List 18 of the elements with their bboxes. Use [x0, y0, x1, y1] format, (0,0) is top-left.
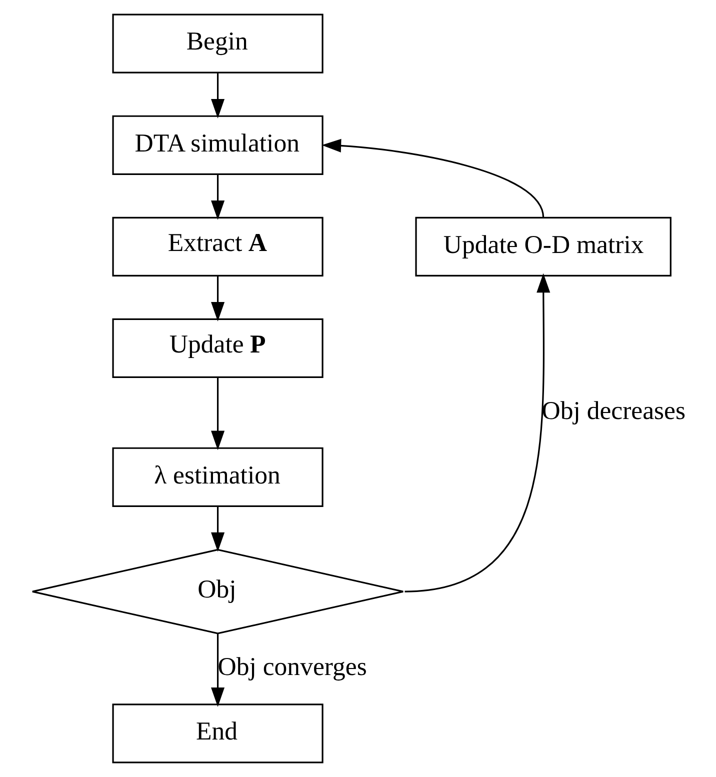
arrow — [211, 378, 225, 450]
node-box: Update O-D matrix — [415, 216, 672, 276]
node-diamond: Obj — [32, 548, 404, 634]
node-box: DTA simulation — [112, 115, 324, 175]
node-box: Extract A — [112, 216, 324, 276]
edge-label: Obj decreases — [542, 396, 686, 425]
arrow — [211, 634, 225, 707]
arrow — [211, 506, 225, 552]
edge-label: Obj converges — [218, 652, 367, 682]
node-box: Begin — [112, 14, 324, 74]
arrow — [404, 273, 550, 592]
node-box: λ estimation — [112, 447, 324, 507]
arrow — [211, 73, 225, 118]
arrow — [211, 174, 225, 220]
node-box: Update P — [112, 318, 324, 378]
arrow — [211, 276, 225, 322]
node-box: End — [112, 704, 324, 764]
arrow — [322, 138, 544, 218]
